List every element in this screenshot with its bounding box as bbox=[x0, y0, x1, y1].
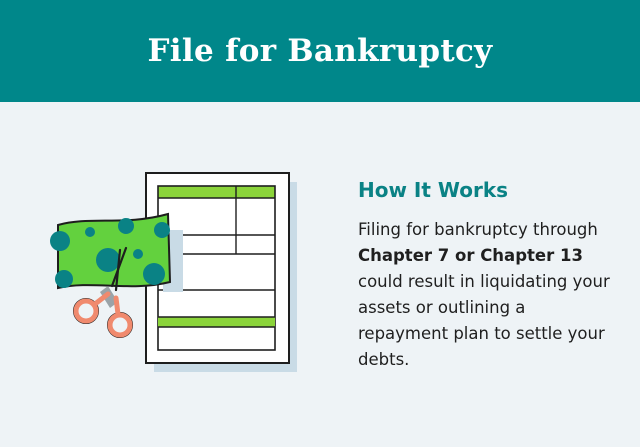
section-body: Filing for bankruptcy through Chapter 7 … bbox=[358, 217, 618, 373]
cut-money-icon bbox=[50, 212, 172, 290]
body-text-rest: could result in liquidating your assets … bbox=[358, 272, 610, 369]
scissors-icon bbox=[73, 246, 133, 338]
section-heading: How It Works bbox=[358, 178, 509, 202]
bankruptcy-illustration bbox=[50, 168, 310, 383]
header-banner: File for Bankruptcy bbox=[0, 0, 640, 102]
body-text-emphasis: Chapter 7 or Chapter 13 bbox=[358, 246, 583, 265]
how-it-works-section: How It Works Filing for bankruptcy throu… bbox=[358, 178, 618, 373]
bankruptcy-form-icon bbox=[50, 172, 297, 372]
page-title: File for Bankruptcy bbox=[147, 33, 493, 69]
body-text-intro: Filing for bankruptcy through bbox=[358, 220, 598, 239]
